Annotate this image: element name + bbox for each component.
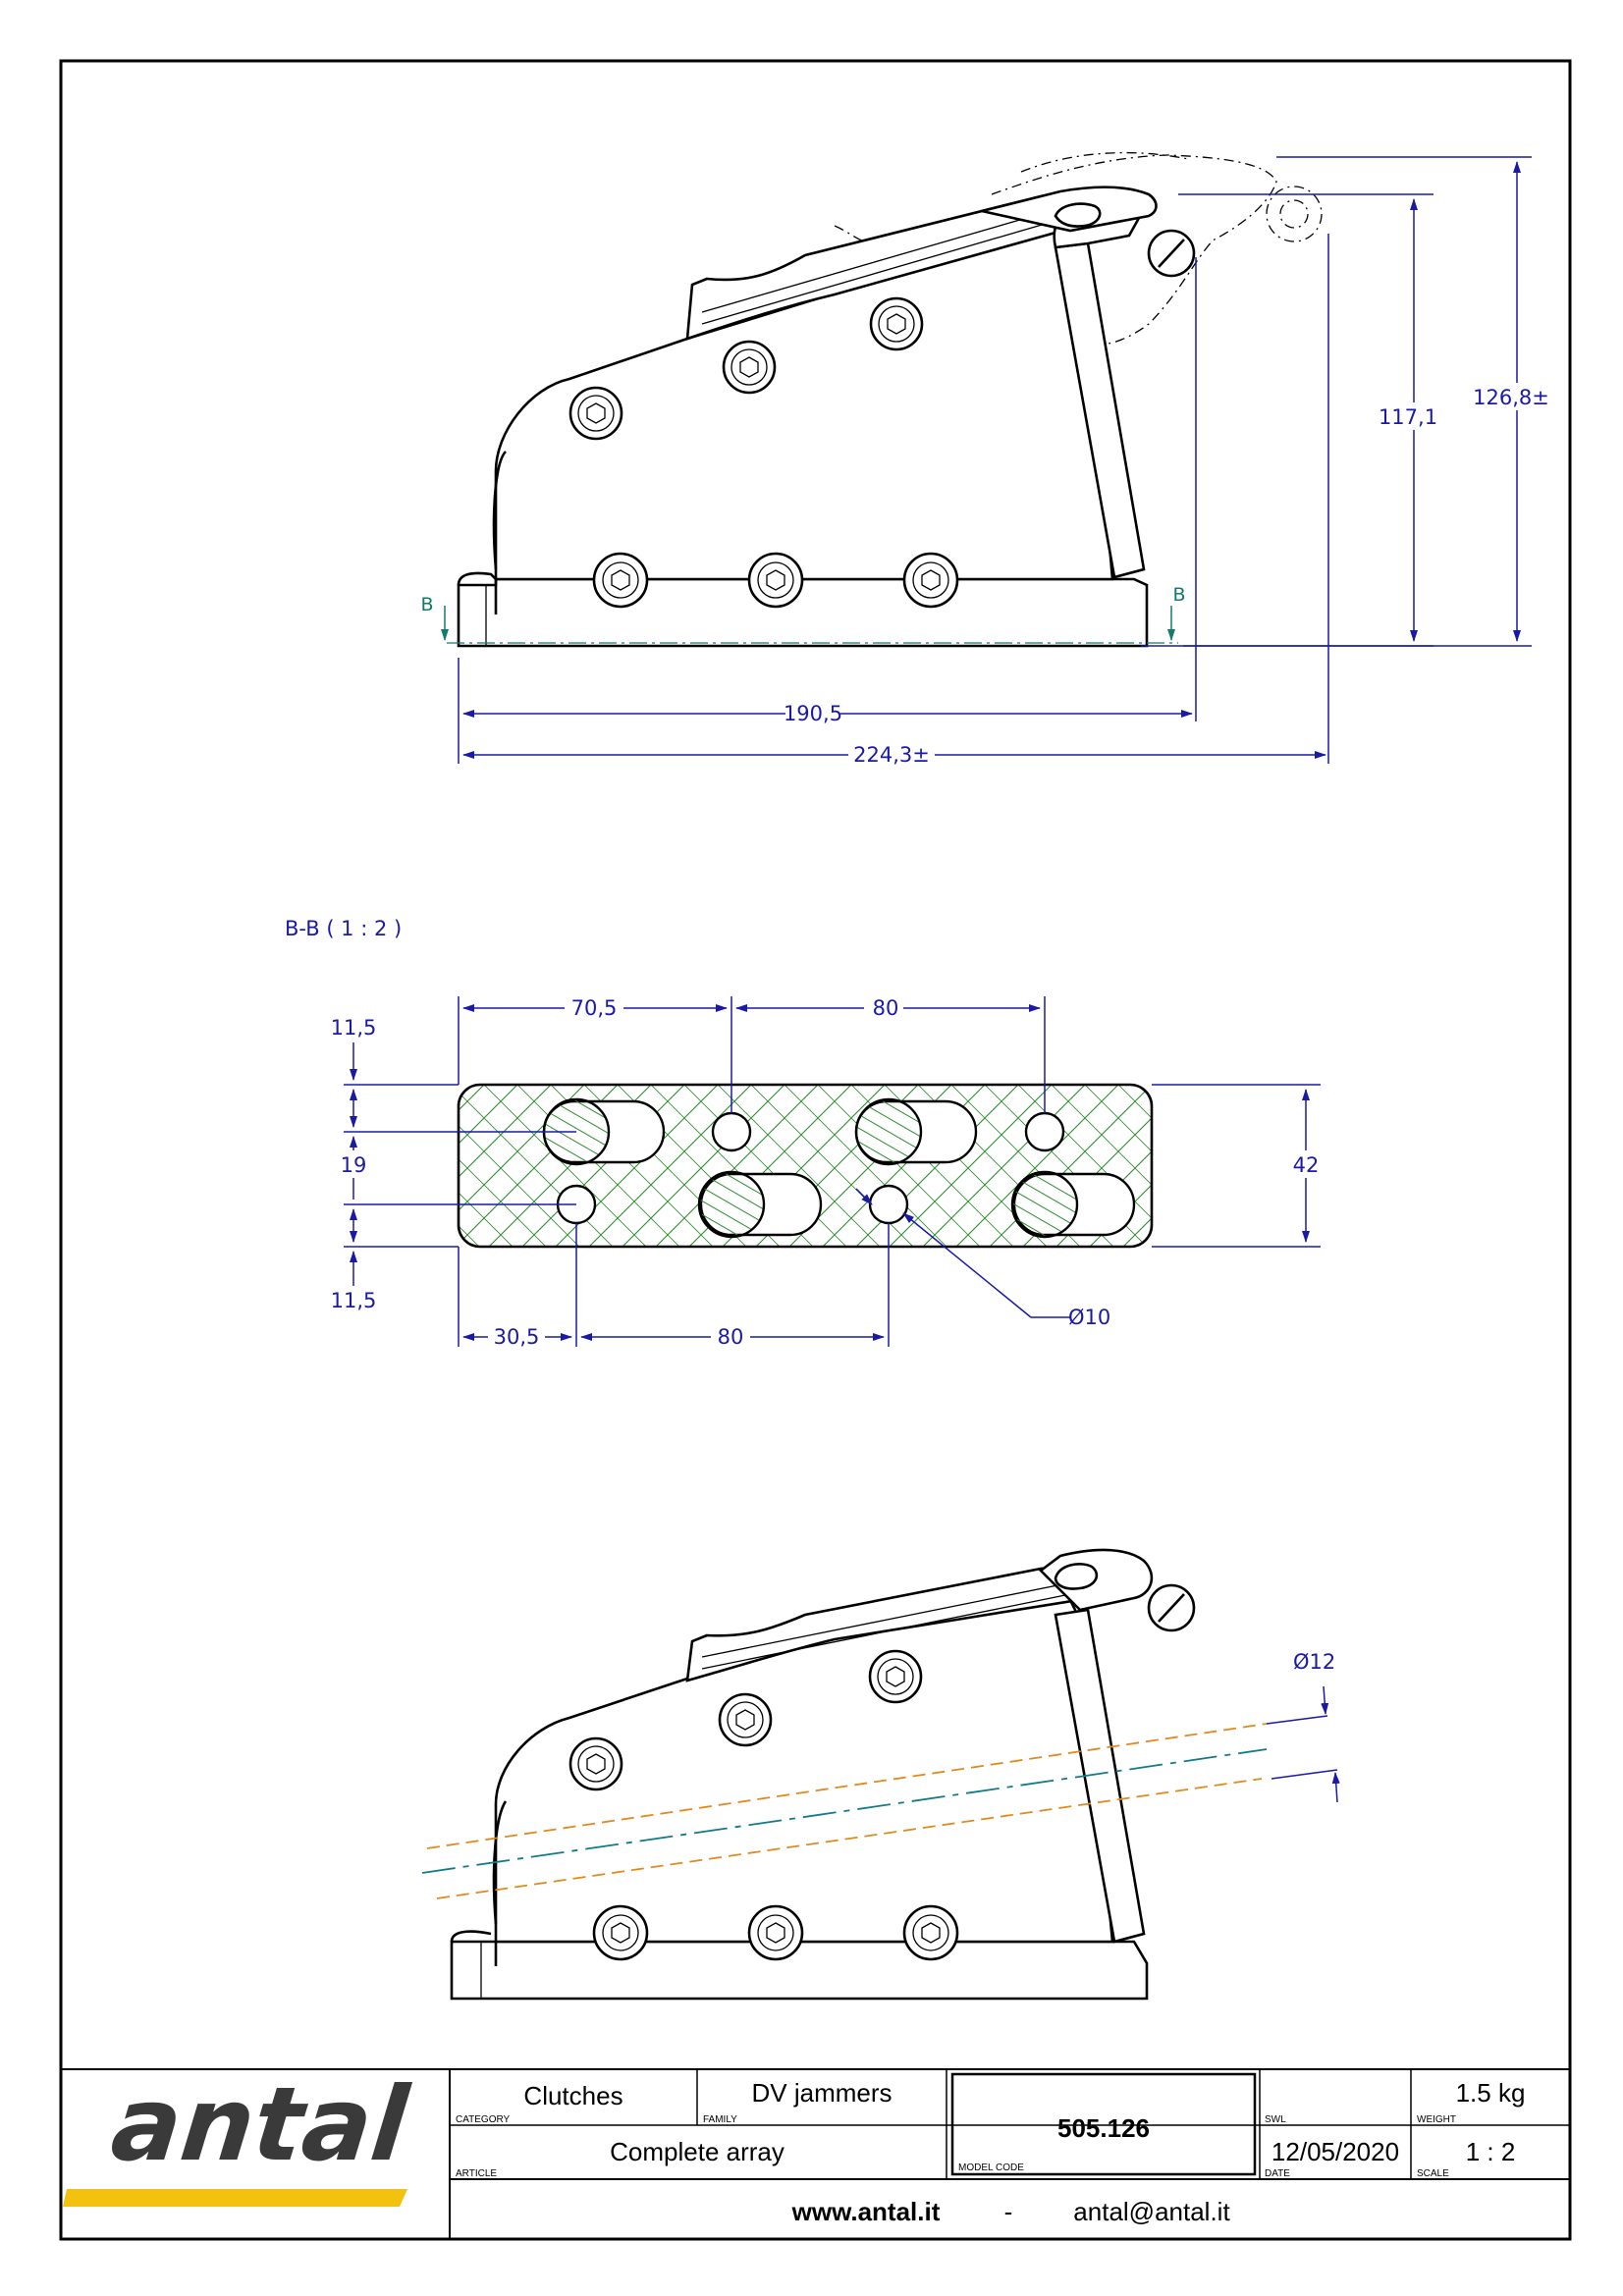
slot: [1010, 1170, 1136, 1239]
dim-height-body: 117,1: [1379, 405, 1437, 429]
dim-left-top: 11,5: [331, 1016, 377, 1040]
screw: [869, 296, 924, 351]
dim-length-overall: 224,3±: [853, 743, 930, 767]
screw: [868, 1649, 923, 1704]
screw: [747, 552, 804, 609]
sheet-frame: [59, 59, 1572, 2241]
model-code-value: 505.126: [1057, 2113, 1150, 2143]
rope-outline: [436, 1778, 1263, 1899]
dim-left-bottom: 11,5: [331, 1289, 377, 1312]
angled-view: Ø12: [421, 1548, 1340, 2001]
section-view: B-B ( 1 : 2 ): [285, 917, 1325, 1351]
brand-underline: [63, 2189, 407, 2207]
category-value: Clutches: [523, 2081, 622, 2110]
dim-bottom-right: 80: [718, 1325, 744, 1349]
date-value: 12/05/2020: [1271, 2137, 1399, 2166]
category-label: CATEGORY: [456, 2114, 511, 2125]
article-label: ARTICLE: [456, 2168, 497, 2179]
screw: [902, 1904, 959, 1961]
screw: [747, 1904, 804, 1961]
hole: [868, 1184, 909, 1225]
email-link[interactable]: antal@antal.it: [1073, 2197, 1230, 2226]
swl-label: SWL: [1265, 2114, 1286, 2125]
screw: [718, 1692, 773, 1747]
screw: [722, 340, 777, 395]
rope-outline: [426, 1723, 1268, 1849]
section-marker-left: B: [420, 594, 433, 615]
contact-separator: -: [1004, 2197, 1013, 2226]
brand-logo: antal: [106, 2064, 414, 2184]
section-marker-right: B: [1172, 584, 1185, 606]
family-label: FAMILY: [703, 2114, 737, 2125]
slot: [854, 1097, 978, 1166]
section-title: B-B ( 1 : 2 ): [285, 917, 402, 940]
dim-height-overall: 126,8±: [1473, 386, 1549, 409]
model-code-label: MODEL CODE: [958, 2163, 1024, 2173]
dim-length-base: 190,5: [784, 702, 842, 725]
hole: [1024, 1111, 1065, 1152]
scale-value: 1 : 2: [1466, 2137, 1516, 2166]
dim-rope-diameter: Ø12: [1293, 1650, 1335, 1674]
screw: [568, 1736, 623, 1791]
dim-hole-diameter: Ø10: [1068, 1306, 1110, 1329]
dim-top-right: 80: [873, 996, 899, 1020]
family-value: DV jammers: [751, 2078, 892, 2108]
screw: [592, 552, 649, 609]
rope-axis: [421, 1748, 1268, 1874]
screw: [592, 1904, 649, 1961]
website-link[interactable]: www.antal.it: [791, 2197, 941, 2226]
weight-value: 1.5 kg: [1456, 2078, 1526, 2108]
date-label: DATE: [1265, 2168, 1290, 2179]
article-value: Complete array: [610, 2137, 784, 2166]
title-block: antal Clutches CATEGORY DV jammers FAMIL…: [61, 2064, 1570, 2239]
side-view: B B 190,5 224,3± 117,1 126,8±: [420, 151, 1551, 768]
dim-right-height: 42: [1293, 1153, 1320, 1177]
dim-top-left: 70,5: [571, 996, 618, 1020]
dim-left-mid: 19: [341, 1153, 367, 1177]
dim-bottom-left: 30,5: [494, 1325, 540, 1349]
scale-label: SCALE: [1417, 2168, 1449, 2179]
screw: [568, 386, 623, 441]
screw: [902, 552, 959, 609]
hole: [711, 1111, 752, 1152]
slot: [697, 1170, 823, 1239]
weight-label: WEIGHT: [1417, 2114, 1456, 2125]
